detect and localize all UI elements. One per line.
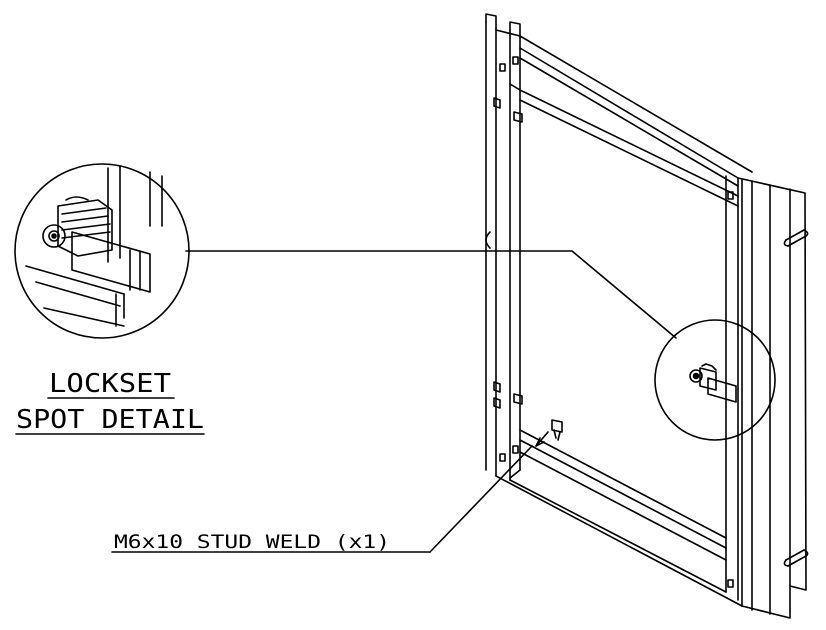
stud-leader-line	[429, 445, 533, 553]
stud-weld	[535, 419, 563, 447]
mounting-slot-bottom	[783, 549, 809, 567]
mounting-slot-top	[783, 229, 809, 247]
lockset-detail	[42, 196, 151, 293]
detail-title-line2: SPOT DETAIL	[16, 405, 204, 435]
detail-title-line1: LOCKSET	[49, 369, 171, 399]
lockset-callout-circle	[654, 319, 776, 441]
lockset-detail-circle	[14, 163, 190, 339]
lockset-small	[689, 363, 737, 403]
detail-leader-line	[185, 250, 677, 339]
frame-outline	[485, 13, 753, 607]
stud-weld-callout: M6x10 STUD WELD (x1)	[114, 531, 390, 553]
mounting-flange	[737, 177, 809, 619]
